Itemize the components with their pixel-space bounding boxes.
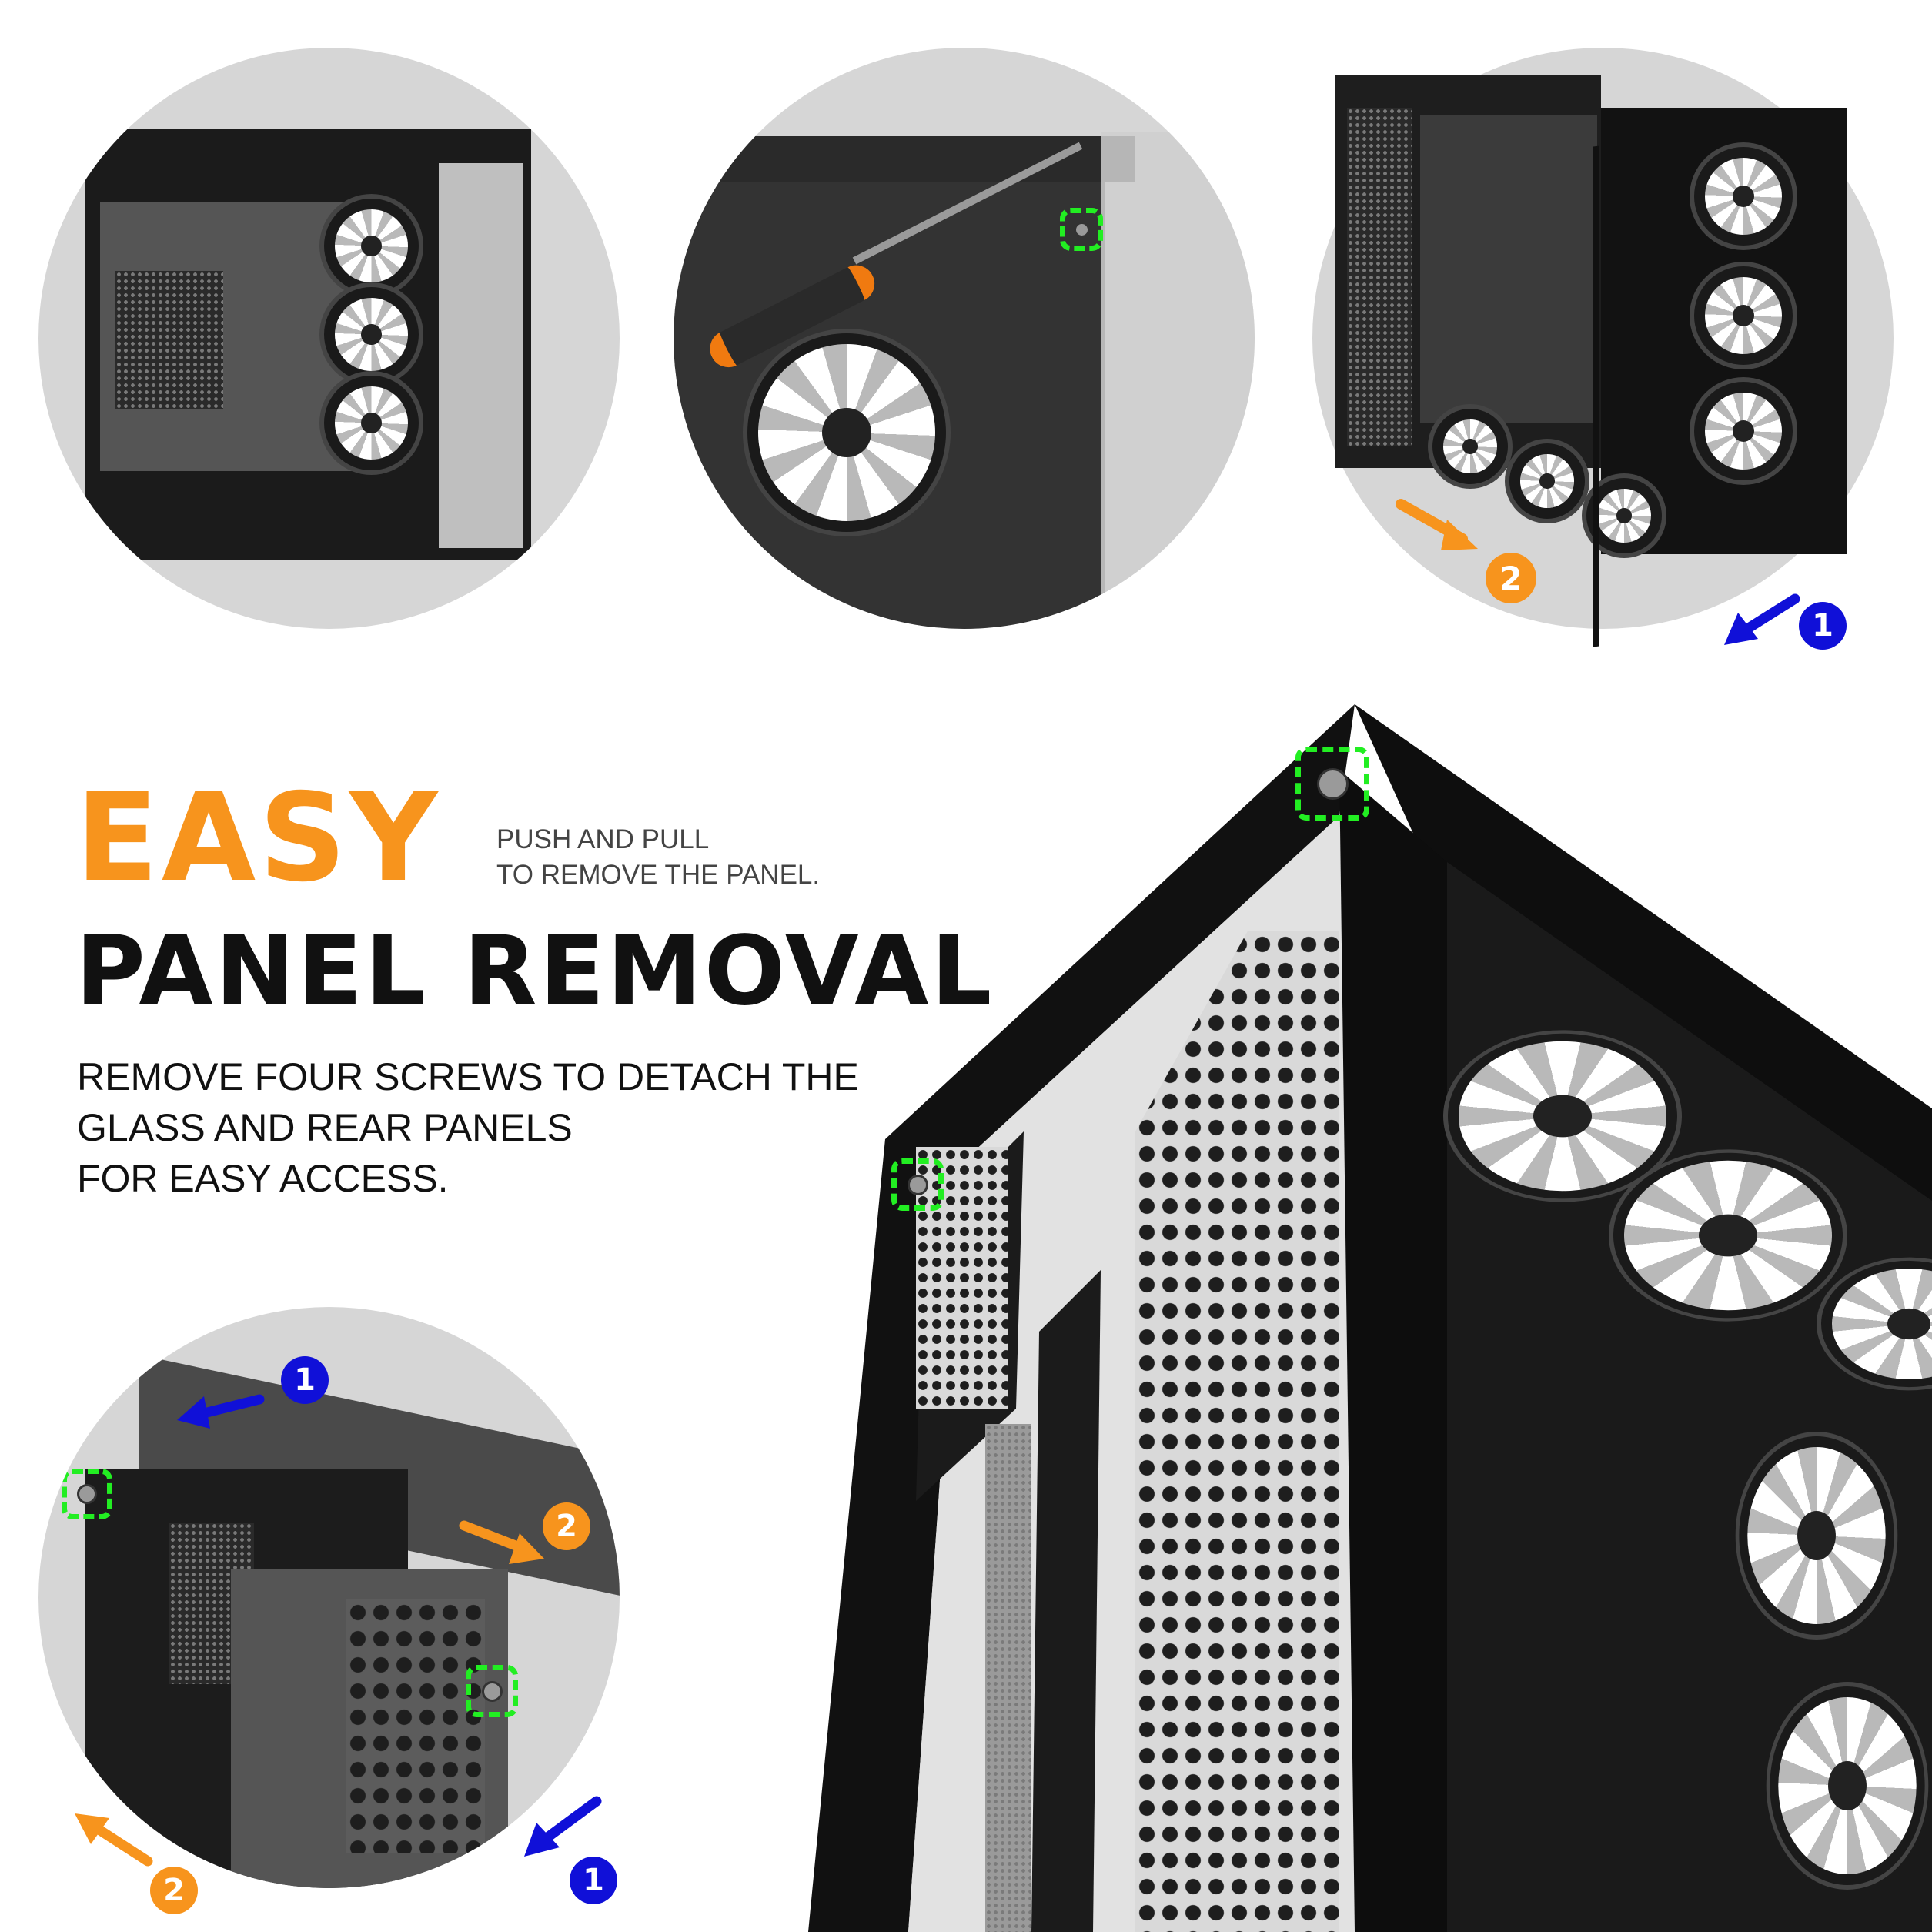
- bottom-fan: [758, 344, 935, 521]
- screw-highlight: [1060, 208, 1103, 251]
- headline-accent: EASY: [75, 767, 441, 909]
- headline-main: PANEL REMOVAL: [75, 916, 994, 1027]
- case-side-mesh: [1347, 108, 1412, 446]
- front-fan-2: [1705, 277, 1782, 354]
- screw-icon: [77, 1484, 97, 1504]
- arrow-step-one-bottom-left-top: [177, 1394, 265, 1429]
- side-panel-vent: [916, 1147, 1008, 1409]
- step-two-badge-bottom-left: 2: [150, 1867, 198, 1914]
- side-fan-2: [335, 298, 408, 371]
- step-one-badge-top-right: 1: [1799, 602, 1847, 650]
- description-line-1: REMOVE FOUR SCREWS TO DETACH THE: [77, 1055, 859, 1098]
- arrow-step-one-top-right: [1724, 593, 1800, 645]
- front-fan-hero-2: [1778, 1697, 1917, 1874]
- step-one-badge-bottom-right: 1: [570, 1857, 617, 1904]
- description-line-3: FOR EASY ACCESS.: [77, 1157, 449, 1200]
- case-top-frame: [674, 136, 1135, 182]
- glass-panel-open: [1593, 145, 1599, 647]
- screw-highlight-side: [891, 1158, 944, 1211]
- screw-icon: [1073, 221, 1090, 238]
- glass-panel: [1101, 132, 1255, 629]
- screw-highlight-top-corner: [1295, 747, 1369, 821]
- arrow-step-two-bottom-left-right: [459, 1520, 544, 1564]
- rear-panel-circle: [38, 1307, 620, 1888]
- gpu-fan-3: [1597, 489, 1651, 543]
- step-one-badge-bottom-left-top: 1: [281, 1356, 329, 1404]
- screw-highlight-rear-right: [466, 1665, 518, 1717]
- screwdriver-view-circle: [674, 48, 1255, 629]
- note-line-1: PUSH AND PULL: [496, 824, 710, 854]
- screw-icon: [1316, 767, 1349, 800]
- screw-icon: [481, 1680, 503, 1702]
- note-line-2: TO REMOVE THE PANEL.: [496, 860, 821, 890]
- step-two-badge-bottom-left-right: 2: [543, 1502, 590, 1550]
- push-pull-note: PUSH AND PULL TO REMOVE THE PANEL.: [496, 822, 820, 893]
- step-two-badge-top-right: 2: [1486, 553, 1536, 603]
- psu-mesh: [985, 1424, 1031, 1932]
- description-line-2: GLASS AND REAR PANELS: [77, 1106, 573, 1149]
- arrow-step-two-bottom-left: [75, 1813, 153, 1867]
- tray-mesh: [115, 271, 223, 409]
- glass-edge: [439, 163, 523, 548]
- screw-icon: [907, 1174, 928, 1195]
- front-fan-1: [1705, 158, 1782, 235]
- interior-view-circle: [38, 48, 620, 629]
- screw-highlight-rear-left: [62, 1469, 112, 1519]
- side-fan-3: [335, 386, 408, 460]
- side-fan-1: [335, 209, 408, 282]
- case-interior-top-right: [1420, 115, 1597, 423]
- front-fan-3: [1705, 393, 1782, 470]
- front-fan-hero-1: [1747, 1447, 1886, 1624]
- arrow-step-two-top-right: [1396, 499, 1478, 550]
- top-fan-3: [1820, 1259, 1932, 1389]
- rear-panel-perforation: [346, 1599, 485, 1853]
- top-fan-1: [1442, 1029, 1683, 1203]
- arrow-step-one-bottom-right: [524, 1796, 602, 1857]
- side-panel-perforation: [1135, 931, 1339, 1932]
- gpu-fan-1: [1443, 419, 1497, 473]
- description: REMOVE FOUR SCREWS TO DETACH THE GLASS A…: [77, 1051, 859, 1204]
- top-fan-2: [1607, 1148, 1849, 1322]
- gpu-fan-2: [1520, 454, 1574, 508]
